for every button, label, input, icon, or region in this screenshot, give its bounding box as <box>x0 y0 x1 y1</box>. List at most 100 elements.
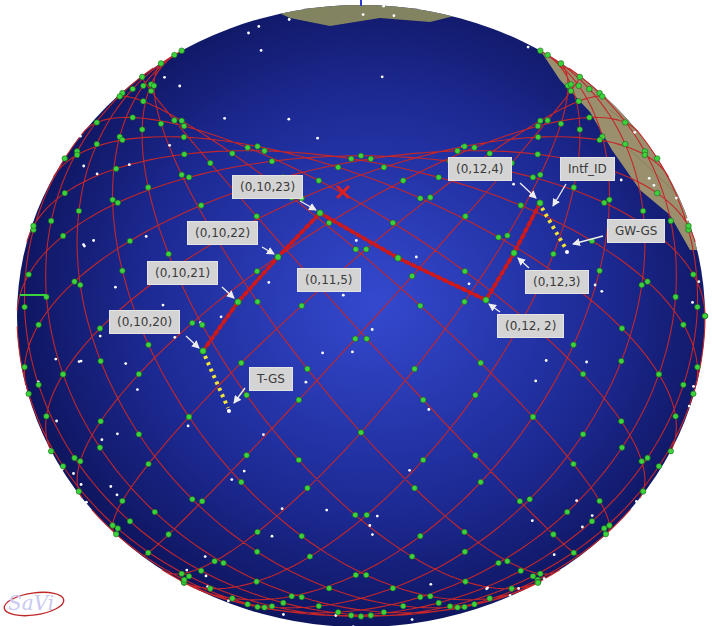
satellite-dot <box>262 148 268 154</box>
satellite-dot <box>36 382 42 388</box>
ground-station <box>128 163 131 166</box>
satellite-dot <box>254 549 260 555</box>
satellite-dot <box>181 134 187 140</box>
satellites <box>22 48 708 619</box>
ground-station <box>376 515 379 518</box>
satellite-dot <box>307 554 313 560</box>
satellite-dot <box>145 550 151 556</box>
ground-station <box>427 408 430 411</box>
satellite-dot <box>230 596 236 602</box>
ground-station <box>281 507 284 510</box>
callout-label: GW-GS <box>607 219 665 243</box>
ground-station <box>355 239 358 242</box>
satellite-dot <box>538 118 544 124</box>
satellite-dot <box>190 320 196 326</box>
callout-label: (0,10,20) <box>109 310 180 334</box>
satellite-dot <box>305 485 311 491</box>
ground-station <box>227 600 230 603</box>
satellite-dot <box>535 580 541 586</box>
ground-station <box>620 179 623 182</box>
satellite-dot <box>462 299 468 305</box>
ground-station <box>168 144 171 147</box>
satellite-dot <box>530 414 536 420</box>
ground-station <box>101 438 104 441</box>
satellite-dot <box>22 304 28 310</box>
ground-station <box>257 25 260 28</box>
satellite-dot <box>78 282 84 288</box>
satellite-dot <box>668 448 674 454</box>
satellite-dot <box>199 322 205 328</box>
satellite-dot <box>695 364 701 370</box>
satellite-dot <box>535 152 541 158</box>
ground-station <box>534 380 537 383</box>
satellite-dot <box>212 558 218 564</box>
satellite-dot <box>186 175 192 181</box>
satellite-dot <box>400 178 406 184</box>
satellite-dot <box>478 360 484 366</box>
satellite-dot <box>463 579 469 585</box>
ground-station <box>80 483 83 486</box>
satellite-dot <box>420 397 426 403</box>
ground-station <box>527 46 530 49</box>
ground-station <box>411 618 414 621</box>
satellite-dot <box>348 613 354 619</box>
satellite-dot <box>120 498 126 504</box>
satellite-dot <box>587 86 593 92</box>
satellite-dot <box>299 303 305 309</box>
satellite-dot <box>179 571 185 577</box>
ground-station <box>692 385 695 388</box>
ground-station <box>227 410 230 413</box>
satellite-dot <box>645 455 651 461</box>
ground-station <box>585 361 588 364</box>
ground-station <box>691 301 694 304</box>
earth-disc <box>17 5 705 626</box>
ground-station <box>415 256 418 259</box>
satellite-dot <box>62 190 68 196</box>
satellite-dot <box>568 82 574 88</box>
satellite-dot <box>571 550 577 556</box>
ground-station <box>543 577 546 580</box>
satellite-dot <box>145 185 151 191</box>
satellite-dot <box>146 342 152 348</box>
satellite-dot <box>139 127 145 133</box>
satellite-dot <box>130 86 136 92</box>
satellite-dot <box>571 461 577 467</box>
satellite-dot <box>535 579 541 585</box>
ground-station <box>72 472 75 475</box>
callout-text: T-GS <box>257 371 285 387</box>
ground-station <box>362 13 365 16</box>
ground-station <box>116 432 119 435</box>
satellite-dot <box>48 448 54 454</box>
satellite-dot <box>78 459 84 465</box>
callout-label: (0,10,21) <box>147 261 218 285</box>
satellite-dot <box>642 152 648 158</box>
satellite-dot <box>681 322 687 328</box>
satellite-dot <box>296 457 302 463</box>
satellite-dot <box>22 364 28 370</box>
satellite-dot <box>255 604 261 610</box>
ground-station <box>429 583 432 586</box>
satellite-dot <box>568 88 574 94</box>
satellite-dot <box>535 123 541 129</box>
ground-station <box>686 218 689 221</box>
ground-station <box>512 183 515 186</box>
callout-label: Intf_ID <box>560 157 615 181</box>
satellite-dot <box>551 251 557 257</box>
satellite-dot <box>305 366 311 372</box>
ground-station <box>382 5 385 8</box>
callout-text: (0,12,4) <box>456 161 504 177</box>
satellite-dot <box>255 144 261 150</box>
ground-station <box>288 18 291 21</box>
satellite-dot <box>244 392 250 398</box>
satellite-dot <box>654 156 660 162</box>
ground-station <box>114 286 117 289</box>
ground-station <box>205 575 208 578</box>
satellite-dot <box>668 218 674 224</box>
satellite-dot <box>255 529 261 535</box>
satellite-dot <box>518 203 524 209</box>
ground-station <box>82 243 85 246</box>
ground-station <box>173 336 176 339</box>
satellite-dot <box>117 94 123 100</box>
